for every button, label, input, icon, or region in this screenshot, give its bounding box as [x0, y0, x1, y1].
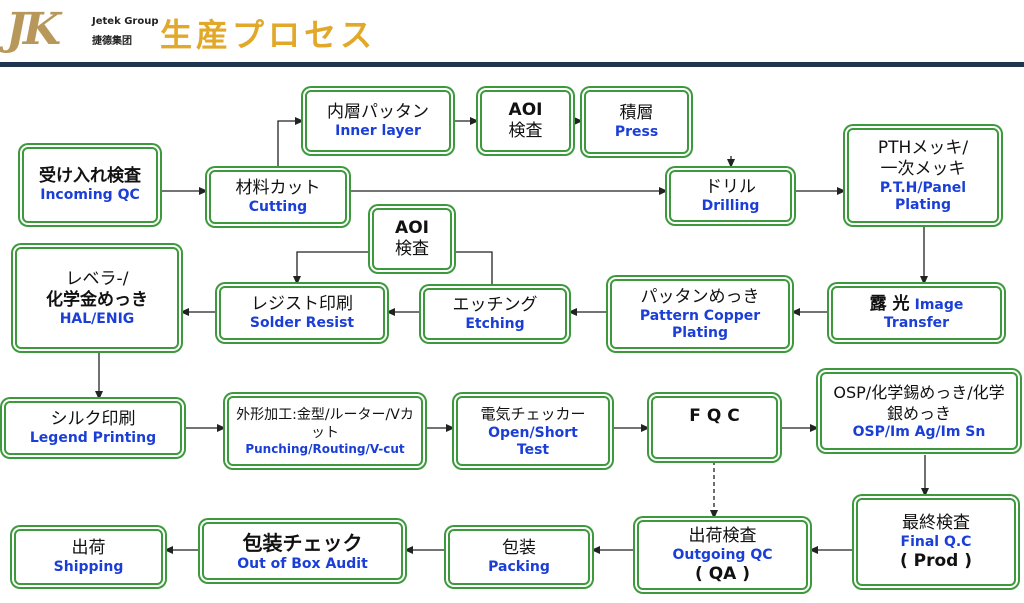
node-incoming-qc: 受け入れ検査 Incoming QC [22, 147, 158, 223]
node-image-transfer: 露 光 Image Transfer [831, 286, 1002, 340]
incoming-qc-en: Incoming QC [40, 187, 140, 203]
outgoing-jp: 出荷検査 [688, 525, 757, 546]
image-en: Image [914, 297, 964, 313]
audit-jp: 包装チェック [242, 530, 363, 555]
node-open-short: 電気チェッカー Open/Short Test [456, 396, 610, 466]
aoi1-title: AOI [508, 100, 543, 120]
pattern-en2: Plating [672, 324, 728, 341]
openshort-jp: 電気チェッカー [480, 404, 586, 423]
node-fqc: F Q C [651, 396, 778, 459]
node-aoi-2: AOI 検査 [372, 208, 452, 270]
node-press: 積層 Press [584, 90, 689, 154]
header: JK Jetek Group 捷德集团 生産プロセス [0, 0, 1024, 67]
company-logo: JK [6, 4, 61, 55]
node-pth-plating: PTHメッキ/ 一次メッキ P.T.H/Panel Plating [847, 128, 999, 223]
osp-jp: OSP/化学錫めっき/化学銀めっき [833, 382, 1005, 423]
pth-en: P.T.H/Panel Plating [879, 179, 967, 213]
node-solder-resist: レジスト印刷 Solder Resist [219, 286, 385, 340]
logo-group-name: Jetek Group [92, 16, 159, 27]
pth-jp: PTHメッキ/ [877, 137, 969, 158]
punching-jp: 外形加工:金型/ルーター/Vカット [236, 406, 414, 441]
cutting-en: Cutting [248, 199, 308, 215]
packing-en: Packing [488, 559, 550, 575]
press-en: Press [614, 124, 659, 140]
node-punching: 外形加工:金型/ルーター/Vカット Punching/Routing/V-cut [227, 396, 423, 466]
fqc-jp: F Q C [689, 406, 740, 426]
image-jp: 露 光 [869, 294, 910, 314]
outgoing-jp2: ( QA ) [695, 563, 750, 584]
pattern-jp: パッタンめっき [640, 286, 760, 307]
punching-en: Punching/Routing/V-cut [245, 441, 405, 456]
outgoing-en: Outgoing QC [672, 546, 773, 563]
final-jp2: ( Prod ) [899, 550, 973, 571]
legend-jp: シルク印刷 [50, 409, 136, 429]
node-final-qc: 最終検査 Final Q.C ( Prod ) [856, 498, 1016, 586]
hal-jp2: 化学金めっき [46, 289, 148, 310]
press-jp: 積層 [619, 103, 654, 123]
node-aoi-1: AOI 検査 [480, 90, 571, 152]
aoi1-jp: 検査 [508, 121, 543, 141]
packing-jp: 包装 [502, 538, 536, 558]
solder-jp: レジスト印刷 [251, 294, 353, 314]
node-outgoing-qc: 出荷検査 Outgoing QC ( QA ) [637, 520, 808, 590]
node-drilling: ドリル Drilling [669, 170, 792, 222]
aoi2-jp: 検査 [395, 239, 429, 259]
header-divider [0, 62, 1024, 67]
drilling-jp: ドリル [705, 177, 756, 197]
node-hal-enig: レベラ-/ 化学金めっき HAL/ENIG [15, 247, 179, 349]
node-packing: 包装 Packing [448, 529, 590, 585]
solder-en: Solder Resist [249, 315, 355, 331]
incoming-qc-jp: 受け入れ検査 [39, 166, 141, 186]
shipping-en: Shipping [53, 559, 124, 575]
final-jp: 最終検査 [902, 512, 970, 533]
openshort-en: Open/Short [488, 424, 578, 441]
osp-en: OSP/Im Ag/Im Sn [852, 423, 986, 440]
shipping-jp: 出荷 [71, 538, 106, 558]
etching-en: Etching [465, 316, 525, 332]
node-box-audit: 包装チェック Out of Box Audit [202, 522, 403, 580]
etching-jp: エッチング [452, 295, 538, 315]
audit-en: Out of Box Audit [237, 555, 368, 572]
node-cutting: 材料カット Cutting [209, 170, 347, 224]
arrow-cutting-to-inner [277, 117, 304, 170]
hal-en: HAL/ENIG [59, 310, 135, 327]
node-pattern-plating: パッタンめっき Pattern Copper Plating [610, 279, 790, 349]
node-legend-printing: シルク印刷 Legend Printing [4, 401, 182, 455]
final-en: Final Q.C [900, 533, 972, 550]
drilling-en: Drilling [701, 198, 760, 214]
openshort-en2: Test [516, 441, 550, 458]
hal-jp: レベラ-/ [65, 268, 129, 289]
line-etching-to-aoi2 [454, 251, 493, 288]
pattern-en: Pattern Copper [639, 307, 761, 324]
logo-cn-name: 捷德集团 [92, 36, 132, 47]
pth-jp2: 一次メッキ [880, 158, 966, 179]
cutting-jp: 材料カット [235, 178, 321, 198]
legend-en: Legend Printing [29, 430, 157, 446]
inner-layer-jp: 内層パッタン [327, 102, 429, 122]
node-shipping: 出荷 Shipping [14, 529, 163, 585]
node-osp: OSP/化学錫めっき/化学銀めっき OSP/Im Ag/Im Sn [820, 372, 1018, 450]
page-title: 生産プロセス [160, 16, 377, 54]
arrow-aoi2-to-solder [293, 251, 370, 285]
image-en2: Transfer [883, 315, 950, 331]
aoi2-title: AOI [395, 218, 429, 238]
node-etching: エッチング Etching [423, 288, 567, 340]
node-inner-layer: 内層パッタン Inner layer [305, 90, 451, 152]
inner-layer-en: Inner layer [335, 123, 421, 139]
